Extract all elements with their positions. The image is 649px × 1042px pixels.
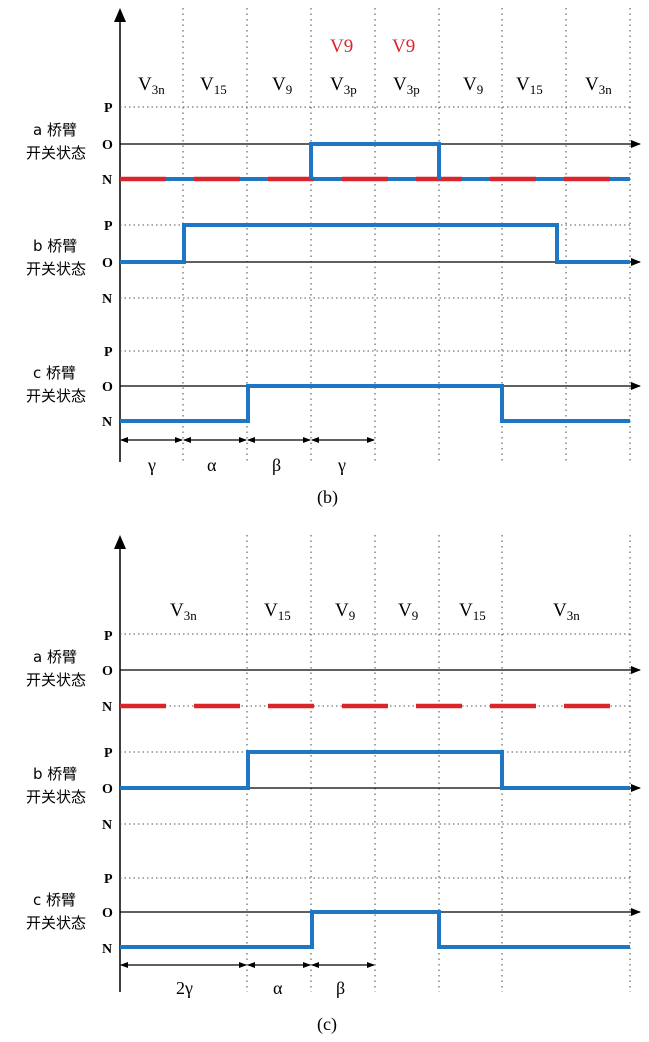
leg-c-c: P O N c 桥臂 开关状态 [26,872,641,957]
caption-c: (c) [317,1014,337,1035]
level-n: N [102,700,112,715]
red-vector-labels: V9 V9 [330,36,415,57]
waveform-b [120,750,630,790]
leg-b-b: P O N b 桥臂 开关状态 [26,219,641,307]
interval-labels-c: 2γ α β [176,978,345,998]
vector-label: V15 [459,600,486,623]
level-p: P [104,219,113,234]
level-n: N [102,292,112,307]
caption-b: (b) [317,487,338,508]
level-o: O [102,380,113,395]
leg-b-c: P O N b 桥臂 开关状态 [26,746,641,833]
vector-label: V9 [398,600,418,623]
leg-name: b 桥臂 [33,765,77,783]
interval-beta: β [272,455,281,475]
interval-labels-b: γ α β γ [147,455,346,475]
leg-sub: 开关状态 [26,788,86,806]
leg-name: c 桥臂 [33,364,76,382]
level-n: N [102,415,112,430]
vector-label: V3p [330,74,357,97]
level-o: O [102,664,113,679]
interval-gamma: γ [147,455,156,475]
level-n: N [102,942,112,957]
vector-label: V9 [272,74,292,97]
vector-label: V3p [393,74,420,97]
vector-label: V15 [264,600,291,623]
vector-label: V9 [463,74,483,97]
vector-label: V3n [138,74,165,97]
leg-sub: 开关状态 [26,914,86,932]
level-p: P [104,746,113,761]
up-arrow-icon [114,8,126,22]
vector-labels-c: V3n V15 V9 V9 V15 V3n [170,600,580,623]
level-p: P [104,345,113,360]
level-n: N [102,173,112,188]
vector-label: V3n [170,600,197,623]
panel-c: V3n V15 V9 V9 V15 V3n P O N a 桥臂 开关状态 P … [26,535,641,1035]
waveform-c [120,910,630,949]
level-p: P [104,101,113,116]
interval-alpha: α [273,978,283,998]
leg-name: a 桥臂 [33,648,77,666]
vector-label: V15 [200,74,227,97]
leg-sub: 开关状态 [26,671,86,689]
interval-beta: β [336,978,345,998]
leg-name: c 桥臂 [33,891,76,909]
level-o: O [102,782,113,797]
leg-name: b 桥臂 [33,237,77,255]
level-o: O [102,906,113,921]
waveform-c [120,384,630,423]
pulse-a [309,142,441,179]
waveform-b [120,223,630,264]
level-o: O [102,256,113,271]
leg-sub: 开关状态 [26,260,86,278]
leg-sub: 开关状态 [26,387,86,405]
red-vector-1: V9 [330,36,353,57]
vector-label: V3n [585,74,612,97]
leg-sub: 开关状态 [26,144,86,162]
level-p: P [104,872,113,887]
interval-alpha: α [207,455,217,475]
leg-a-c: P O N a 桥臂 开关状态 [26,629,641,715]
interval-2gamma: 2γ [176,978,193,998]
level-p: P [104,629,113,644]
leg-a-b: P O N a 桥臂 开关状态 [26,101,641,188]
red-vector-2: V9 [392,36,415,57]
up-arrow-icon [114,535,126,549]
leg-c-b: P O N c 桥臂 开关状态 [26,345,641,430]
level-o: O [102,138,113,153]
panel-b: V9 V9 V3n V15 V9 V3p V3p V9 V15 V3n P O … [26,8,641,508]
leg-name: a 桥臂 [33,121,77,139]
interval-gamma-2: γ [337,455,346,475]
level-n: N [102,818,112,833]
vector-label: V3n [553,600,580,623]
vector-label: V9 [335,600,355,623]
vector-label: V15 [516,74,543,97]
